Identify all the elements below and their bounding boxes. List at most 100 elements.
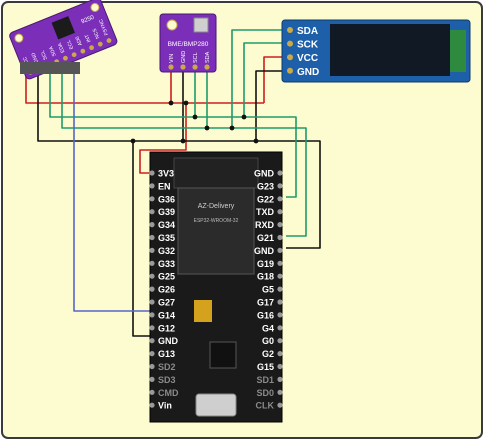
esp32-right-pin-label: G0 [262, 336, 274, 346]
mpu-pin-hole [63, 55, 68, 61]
esp32-pin-hole [277, 234, 283, 241]
pin-header [32, 62, 44, 74]
esp32-pin-hole [149, 273, 155, 279]
esp32-pin-hole [277, 286, 283, 292]
mpu-pin-label: VCC [22, 55, 32, 67]
oled-pin-label: VCC [297, 53, 318, 64]
junctions [130, 100, 259, 144]
esp32-pin-hole [277, 325, 283, 331]
esp32-right-pin-label: GND [254, 169, 275, 179]
esp32-pin-hole [277, 247, 283, 253]
oled-pin-label: GND [297, 67, 319, 78]
esp32-left-pins: 3V3ENG36G39G34G35G32G33G25G26G27G14G12GN… [149, 169, 179, 411]
esp32-right-pin-label: GND [254, 246, 275, 256]
bme-pin-label: GND [181, 51, 187, 63]
esp32-right-pin-label: G16 [257, 310, 274, 320]
oled-pin-label: SDA [297, 26, 318, 37]
esp32-pin-hole [277, 260, 283, 266]
esp32-right-pin-label: G18 [257, 272, 274, 282]
oled-pin-hole [287, 40, 293, 47]
regulator [194, 300, 212, 322]
esp32-pin-hole [149, 325, 155, 331]
bme-name: BME/BMP280 [168, 41, 209, 48]
oled-ribbon [450, 30, 466, 72]
oled-pin-hole [287, 67, 293, 74]
mpu-pin-label: ECL [66, 39, 75, 50]
micro-usb-port [195, 393, 237, 417]
pin-header [68, 62, 80, 74]
junction-dot [204, 125, 210, 131]
esp32-pin-hole [277, 273, 283, 279]
esp32-pin-hole [149, 299, 155, 305]
esp32-pin-hole [277, 402, 283, 408]
bme-pin-hole [192, 64, 198, 70]
wire-gnd-black [37, 74, 321, 249]
mpu-header [20, 62, 80, 74]
usb-uart-chip [209, 341, 237, 369]
wire-oled-vcc-red [263, 56, 290, 103]
oled-pin-row: SDA SCK VCC GND [287, 26, 319, 78]
mpu-pin-hole [71, 52, 77, 58]
oled-pin-label: SCK [297, 40, 319, 51]
wire-int-blue [73, 74, 152, 312]
esp32-left-pin-label: G33 [158, 259, 175, 269]
wires [25, 29, 321, 337]
esp32-pin-hole [149, 402, 155, 408]
mpu-pin-label: EDA [57, 41, 67, 53]
esp32-right-pin-label: G19 [257, 259, 274, 269]
esp32-chip-text: ESP32-WROOM-32 [194, 218, 239, 224]
esp32-pin-hole [149, 260, 155, 266]
esp32-pin-hole [149, 183, 155, 189]
esp32-pin-hole [149, 196, 155, 202]
esp32-pin-hole [277, 351, 283, 357]
mpu-chip [51, 16, 75, 40]
bme-pin-hole [204, 64, 210, 70]
esp32-left-pin-label: SD2 [158, 362, 176, 372]
wire-scl-green [49, 74, 297, 198]
esp32-left-pin-label: G32 [158, 246, 175, 256]
esp32-pin-hole [149, 286, 155, 292]
esp32-pin-hole [149, 170, 155, 176]
esp32-pin-hole [149, 234, 155, 241]
esp32-left-pin-label: EN [158, 181, 171, 191]
oled-module: SDA SCK VCC GND [281, 19, 471, 83]
esp32-pin-hole [277, 209, 283, 215]
esp32-right-pin-label: G22 [257, 194, 274, 204]
bme-pin-label: VIN [169, 54, 175, 63]
esp32-module: AZ-Delivery ESP32-WROOM-32 3V3ENG36G39G3… [149, 151, 283, 423]
junction-dot [130, 138, 136, 144]
esp32-left-pin-label: G39 [158, 207, 175, 217]
bme-pin-label: SDA [205, 51, 211, 63]
esp32-pin-hole [277, 312, 283, 318]
bme-sensor [193, 17, 209, 33]
esp32-shield [177, 187, 255, 275]
esp32-pin-hole [277, 170, 283, 176]
esp32-pin-hole [149, 376, 155, 382]
mpu-pin-label: SDA [48, 45, 58, 57]
esp32-pin-hole [277, 299, 283, 305]
wire-esp-3v3-red [139, 103, 187, 174]
mpu-pin-label: INT [84, 33, 93, 43]
junction-dot [183, 100, 189, 106]
esp32-left-pin-label: G34 [158, 220, 175, 230]
esp32-left-pin-label: Vin [158, 401, 172, 411]
esp32-left-pin-label: 3V3 [158, 169, 174, 179]
mpu-pin-hole [89, 45, 94, 51]
oled-screen [330, 24, 450, 76]
esp32-left-pin-label: G12 [158, 323, 175, 333]
mount-hole [90, 2, 100, 12]
mpu-pin-hole [106, 38, 112, 43]
esp32-left-pin-label: G26 [158, 285, 175, 295]
junction-dot [241, 114, 247, 120]
wire-sda-green [61, 74, 307, 237]
esp32-right-pin-label: RXD [255, 220, 275, 230]
pin-header [44, 62, 56, 74]
mpu-pin-label: GND [30, 51, 40, 64]
pin-header [20, 62, 32, 74]
esp32-pin-hole [277, 222, 283, 228]
esp32-pin-hole [277, 338, 283, 344]
esp32-brand: AZ-Delivery [198, 203, 235, 210]
